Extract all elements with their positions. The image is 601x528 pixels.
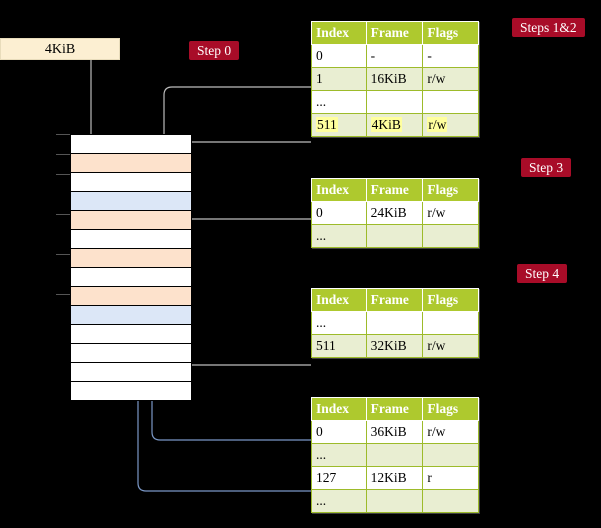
cell-flags: r/w <box>422 420 479 444</box>
table-row: 0-- <box>311 44 479 68</box>
table-row: ... <box>311 489 479 513</box>
table-row: 511 4KiB r/w <box>311 113 479 137</box>
column-header-flags: Flags <box>422 178 479 202</box>
cell-frame: - <box>365 44 424 68</box>
memory-frame-row <box>71 382 191 401</box>
cell-frame: 16KiB <box>365 67 424 91</box>
cell-flags: r/w <box>422 334 479 358</box>
column-header-frame: Frame <box>365 397 424 421</box>
cell-flags <box>422 311 479 335</box>
cell-flags <box>422 489 479 513</box>
highlighted-value: 511 <box>316 117 338 132</box>
cell-frame <box>365 489 424 513</box>
cell-flags <box>422 443 479 467</box>
column-header-flags: Flags <box>422 397 479 421</box>
cell-index: 0 <box>311 201 367 225</box>
cell-frame: 12KiB <box>365 466 424 490</box>
memory-frame-row <box>71 230 191 249</box>
cell-index: ... <box>311 311 367 335</box>
column-header-index: Index <box>311 397 367 421</box>
cell-flags: r/w <box>422 113 479 137</box>
cell-flags: r <box>422 466 479 490</box>
badge-step-4: Step 4 <box>517 264 568 283</box>
column-header-index: Index <box>311 21 367 45</box>
column-header-flags: Flags <box>422 21 479 45</box>
table-row: ... <box>311 443 479 467</box>
cell-index: ... <box>311 443 367 467</box>
highlighted-value: r/w <box>427 117 448 132</box>
cell-index: ... <box>311 224 367 248</box>
table-row: ... <box>311 224 479 248</box>
cell-index: 511 <box>311 334 367 358</box>
cell-index: ... <box>311 489 367 513</box>
badge-step-3: Step 3 <box>521 158 572 177</box>
memory-tick <box>56 294 70 295</box>
highlighted-value: 4KiB <box>370 117 402 132</box>
badge-step-0: Step 0 <box>189 41 240 60</box>
cell-frame: 4KiB <box>365 113 424 137</box>
source-frame-box: 4KiB <box>0 38 120 60</box>
memory-frame-row <box>71 306 191 325</box>
memory-frame-row <box>71 173 191 192</box>
badge-steps-1-2: Steps 1&2 <box>512 18 585 37</box>
memory-frame-row <box>71 287 191 306</box>
cell-index: 0 <box>311 420 367 444</box>
memory-frame-row <box>71 325 191 344</box>
memory-tick <box>56 134 70 135</box>
cell-frame: 32KiB <box>365 334 424 358</box>
cell-frame <box>365 311 424 335</box>
column-header-frame: Frame <box>365 178 424 202</box>
column-header-frame: Frame <box>365 288 424 312</box>
memory-frame-row <box>71 154 191 173</box>
table-row: ... <box>311 90 479 114</box>
cell-flags: - <box>422 44 479 68</box>
cell-flags <box>422 90 479 114</box>
memory-frame-row <box>71 135 191 154</box>
memory-frame-row <box>71 363 191 382</box>
cell-flags <box>422 224 479 248</box>
cell-index: ... <box>311 90 367 114</box>
cell-frame <box>365 90 424 114</box>
column-header-index: Index <box>311 178 367 202</box>
memory-frame-row <box>71 192 191 211</box>
column-header-flags: Flags <box>422 288 479 312</box>
cell-frame: 24KiB <box>365 201 424 225</box>
column-header-index: Index <box>311 288 367 312</box>
cell-frame <box>365 224 424 248</box>
cell-frame <box>365 443 424 467</box>
memory-tick <box>56 174 70 175</box>
memory-frame-row <box>71 344 191 363</box>
memory-tick <box>56 154 70 155</box>
cell-index: 127 <box>311 466 367 490</box>
cell-index: 511 <box>311 113 367 137</box>
memory-tick <box>56 254 70 255</box>
cell-flags: r/w <box>422 67 479 91</box>
memory-frame-row <box>71 268 191 287</box>
memory-frame-row <box>71 249 191 268</box>
column-header-frame: Frame <box>365 21 424 45</box>
cell-index: 1 <box>311 67 367 91</box>
table-row: ... <box>311 311 479 335</box>
cell-frame: 36KiB <box>365 420 424 444</box>
memory-frame-row <box>71 211 191 230</box>
cell-flags: r/w <box>422 201 479 225</box>
cell-index: 0 <box>311 44 367 68</box>
memory-tick <box>56 214 70 215</box>
physical-memory-column <box>70 134 192 401</box>
